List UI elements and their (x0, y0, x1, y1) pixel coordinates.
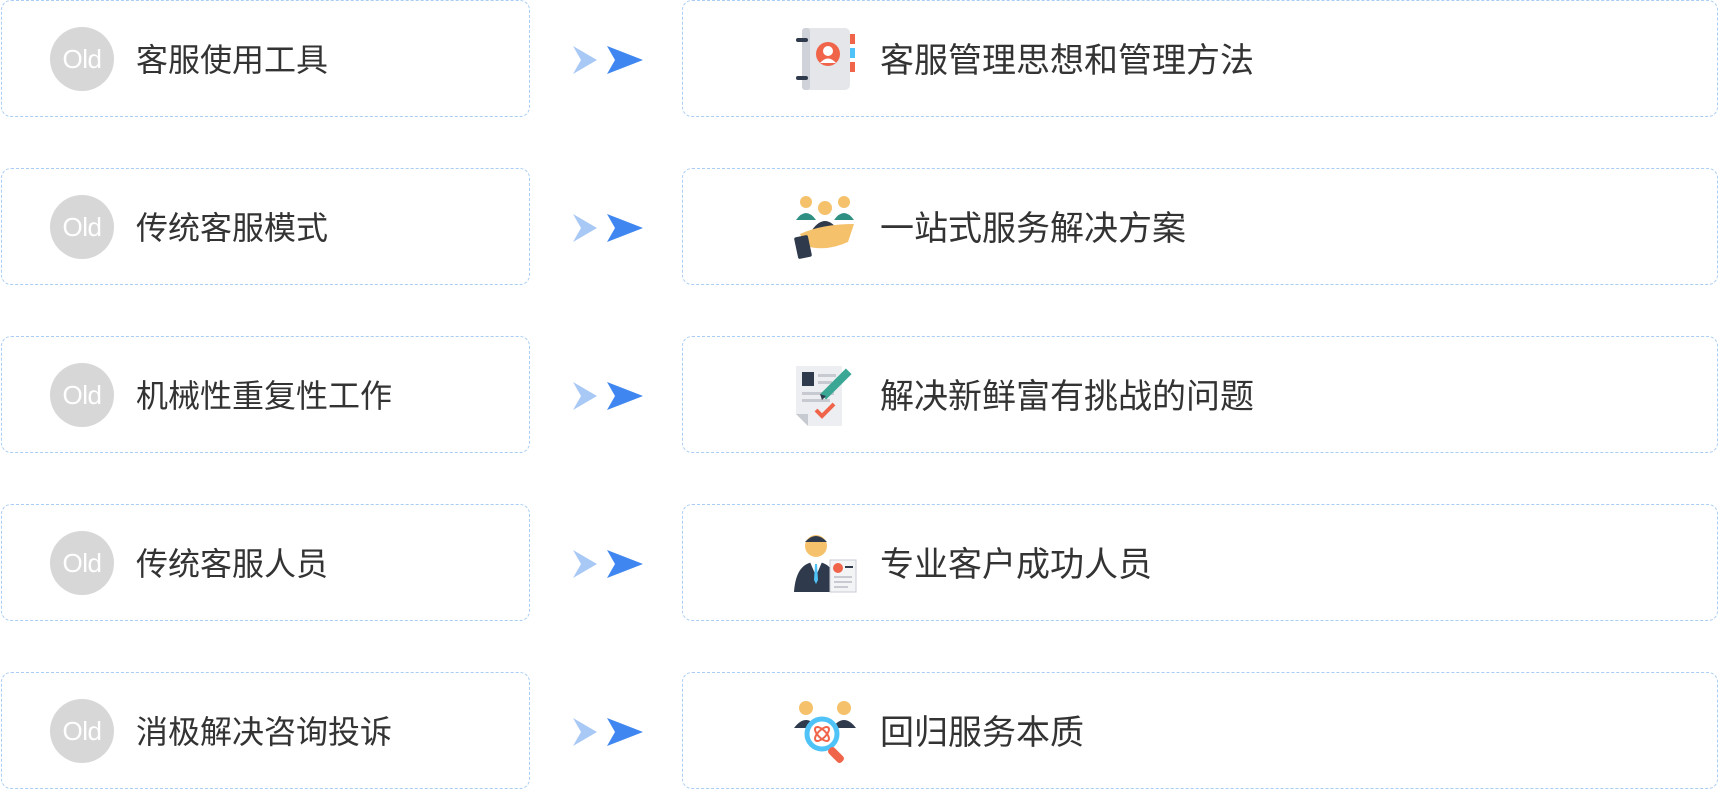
old-badge: Old (50, 699, 114, 763)
comparison-row-5: Old 消极解决咨询投诉 回归服务本质 (0, 672, 1720, 792)
comparison-row-1: Old 客服使用工具 客服管理思想和管理方法 (0, 0, 1720, 120)
new-item-box (682, 504, 1718, 621)
comparison-row-2: Old 传统客服模式 一站式服务解决方案 (0, 168, 1720, 288)
double-chevron-arrow-icon (573, 718, 643, 746)
comparison-row-4: Old 传统客服人员 专业客户成功人员 (0, 504, 1720, 624)
business-person-icon (794, 535, 857, 593)
double-chevron-arrow-icon (573, 214, 643, 242)
double-chevron-arrow-icon (573, 46, 643, 74)
old-badge: Old (50, 195, 114, 259)
document-check-icon (796, 366, 852, 426)
old-badge: Old (50, 363, 114, 427)
old-item-label: 消极解决咨询投诉 (136, 713, 393, 751)
old-item-box (1, 0, 530, 117)
new-item-box (682, 0, 1718, 117)
new-item-label: 一站式服务解决方案 (880, 209, 1186, 249)
new-item-box (682, 672, 1718, 789)
team-hand-icon (794, 196, 854, 259)
contact-book-icon (796, 28, 855, 90)
new-item-box (682, 336, 1718, 453)
old-item-label: 机械性重复性工作 (136, 377, 393, 415)
team-magnifier-icon (794, 701, 856, 763)
old-item-label: 客服使用工具 (136, 41, 329, 79)
old-item-box (1, 504, 530, 621)
double-chevron-arrow-icon (573, 550, 643, 578)
comparison-row-3: Old 机械性重复性工作 解决新鲜富有挑战的问题 (0, 336, 1720, 456)
new-item-box (682, 168, 1718, 285)
new-item-label: 客服管理思想和管理方法 (880, 41, 1254, 81)
old-badge: Old (50, 531, 114, 595)
old-badge: Old (50, 27, 114, 91)
new-item-label: 回归服务本质 (880, 713, 1084, 753)
old-item-label: 传统客服人员 (136, 545, 329, 583)
new-item-label: 专业客户成功人员 (880, 545, 1152, 585)
old-item-box (1, 672, 530, 789)
old-item-label: 传统客服模式 (136, 209, 329, 247)
new-item-label: 解决新鲜富有挑战的问题 (880, 377, 1254, 417)
double-chevron-arrow-icon (573, 382, 643, 410)
old-item-box (1, 336, 530, 453)
old-item-box (1, 168, 530, 285)
